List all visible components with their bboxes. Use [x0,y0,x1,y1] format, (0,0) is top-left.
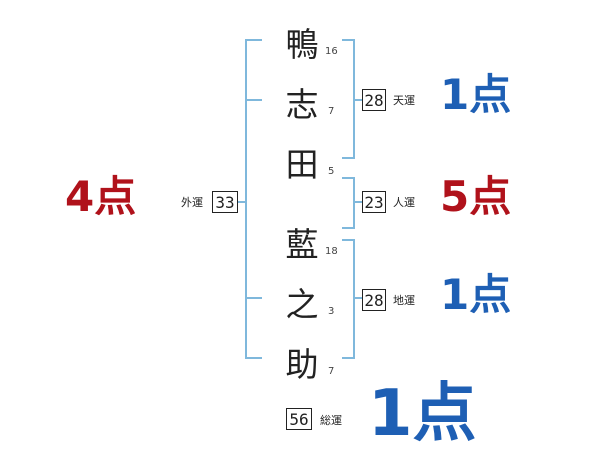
name-char-5: 之 [285,285,319,324]
stroke-count-3: 5 [328,166,335,177]
stroke-count-2: 7 [328,106,335,117]
chikaku-label: 地運 [393,294,415,307]
gaikaku-score: 4点 [65,172,137,221]
gaikaku-label: 外運 [181,196,203,209]
soukaku-score: 1点 [368,377,477,451]
tenkaku-label: 天運 [393,94,415,107]
name-char-1: 鴨 [285,25,319,64]
stroke-count-1: 16 [325,46,338,57]
stroke-count-6: 7 [328,366,335,377]
name-char-2: 志 [285,85,319,124]
name-char-3: 田 [285,145,319,184]
chikaku-score: 1点 [440,270,512,319]
jinkaku-bracket [342,177,355,229]
gaikaku-value: 33 [212,191,238,213]
tenkaku-bracket [342,39,355,159]
stroke-count-4: 18 [325,246,338,257]
chikaku-bracket [342,239,355,359]
jinkaku-label: 人運 [393,196,415,209]
name-char-6: 助 [285,345,319,384]
chikaku-value: 28 [362,289,386,311]
jinkaku-value: 23 [362,191,386,213]
stroke-count-5: 3 [328,306,335,317]
name-char-4: 藍 [285,225,319,264]
gaikaku-bracket [245,39,262,359]
tenkaku-score: 1点 [440,70,512,119]
jinkaku-score: 5点 [440,172,512,221]
soukaku-value: 56 [286,408,312,430]
tenkaku-value: 28 [362,89,386,111]
soukaku-label: 総運 [320,414,342,427]
